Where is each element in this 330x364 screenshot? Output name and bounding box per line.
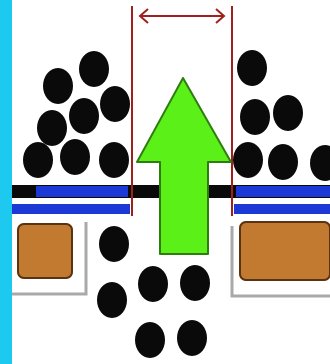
particle bbox=[69, 98, 99, 134]
up-arrow-icon bbox=[137, 78, 231, 254]
particle bbox=[99, 142, 129, 178]
particle bbox=[273, 95, 303, 131]
particle bbox=[23, 142, 53, 178]
left-chamber bbox=[18, 224, 72, 278]
particle bbox=[177, 320, 207, 356]
left-frame-bar bbox=[0, 0, 12, 364]
membrane-blue-strip-right-top bbox=[236, 186, 330, 197]
particle bbox=[240, 99, 270, 135]
particle bbox=[233, 142, 263, 178]
particle bbox=[100, 86, 130, 122]
membrane-blue-strip-right-bottom bbox=[234, 204, 330, 214]
right-chamber bbox=[240, 222, 330, 280]
double-headed-arrow-icon bbox=[140, 9, 224, 23]
particle-pile-left bbox=[23, 51, 130, 178]
particle bbox=[237, 50, 267, 86]
membrane-blue-strip-left-top bbox=[36, 186, 128, 197]
particle bbox=[310, 145, 330, 181]
particle bbox=[43, 68, 73, 104]
particle bbox=[37, 110, 67, 146]
particle bbox=[99, 226, 129, 262]
particle-pile-right bbox=[233, 50, 330, 181]
membrane-blue-strip-left-bottom bbox=[12, 204, 130, 214]
particle bbox=[268, 144, 298, 180]
particle bbox=[135, 322, 165, 358]
particle bbox=[60, 139, 90, 175]
particle bbox=[97, 282, 127, 318]
particle bbox=[180, 265, 210, 301]
particle bbox=[79, 51, 109, 87]
particle bbox=[138, 266, 168, 302]
